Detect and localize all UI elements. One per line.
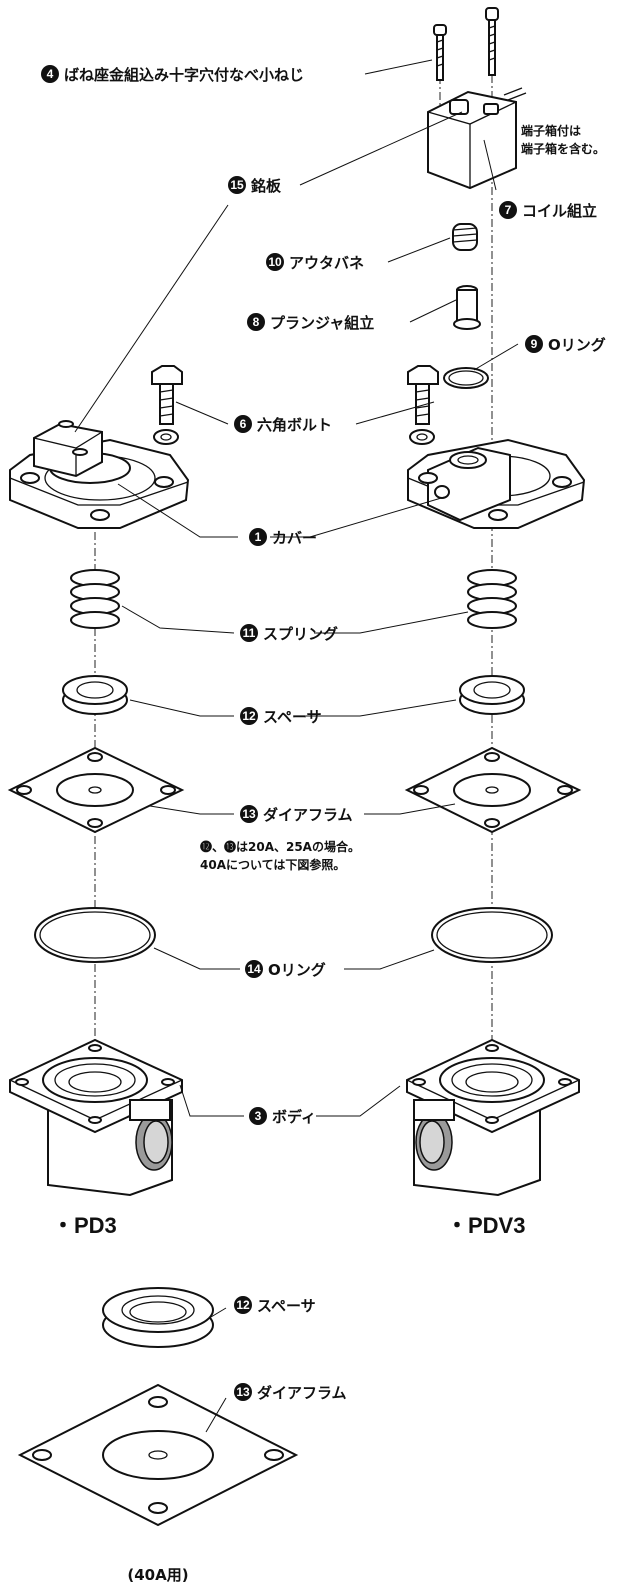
model-label-right: ・PDV3 — [446, 1213, 525, 1238]
label-nameplate: 銘板 — [251, 177, 282, 195]
label-spacer-40a: スペーサ — [257, 1297, 316, 1315]
badge-11: 11 — [240, 624, 258, 642]
label-spring: スプリング — [263, 625, 338, 643]
cover-right — [407, 438, 586, 529]
svg-text:9: 9 — [531, 337, 538, 351]
label-o-ring-large: Oリング — [268, 961, 326, 979]
spacer-40a — [102, 1287, 214, 1348]
model-label-left: ・PD3 — [52, 1213, 117, 1238]
hex-bolt-right — [407, 365, 439, 445]
spacer-left — [62, 675, 128, 715]
label-cover: カバー — [272, 529, 317, 547]
diaphragm-40a — [17, 1383, 299, 1527]
diaphragm-right — [404, 746, 582, 834]
body-left — [9, 1038, 183, 1197]
svg-text:12: 12 — [242, 709, 256, 723]
badge-12b: 12 — [234, 1296, 252, 1314]
badge-13: 13 — [240, 805, 258, 823]
label-outer-spring: アウタバネ — [289, 254, 364, 272]
note-line-1: ⓬、⓭は20A、25Aの場合。 — [200, 839, 360, 854]
svg-text:15: 15 — [230, 178, 244, 192]
plunger-assembly — [453, 285, 481, 330]
badge-8: 8 — [247, 313, 265, 331]
o-ring-large-left — [34, 907, 156, 963]
svg-text:12: 12 — [236, 1298, 250, 1312]
outer-spring — [452, 223, 478, 251]
coil-assembly — [427, 87, 527, 190]
spring-right — [467, 569, 517, 629]
o-ring-large-right — [431, 907, 553, 963]
body-right — [406, 1038, 580, 1197]
svg-text:6: 6 — [240, 417, 247, 431]
badge-13b: 13 — [234, 1383, 252, 1401]
badge-10: 10 — [266, 253, 284, 271]
label-plunger: プランジャ組立 — [270, 314, 374, 332]
caption-40a: (40A用) — [127, 1566, 188, 1584]
svg-text:13: 13 — [242, 807, 256, 821]
label-o-ring-small: Oリング — [548, 336, 606, 354]
badge-4: 4 — [41, 65, 59, 83]
spring-left — [70, 569, 120, 629]
label-diaphragm-40a: ダイアフラム — [257, 1384, 347, 1402]
svg-text:10: 10 — [268, 255, 282, 269]
svg-text:7: 7 — [505, 203, 512, 217]
spacer-right — [459, 675, 525, 715]
svg-text:11: 11 — [243, 626, 256, 640]
svg-text:1: 1 — [255, 530, 262, 544]
label-coil-note-1: 端子箱付は — [521, 123, 581, 138]
badge-7: 7 — [499, 201, 517, 219]
badge-12: 12 — [240, 707, 258, 725]
badge-9: 9 — [525, 335, 543, 353]
badge-1: 1 — [249, 528, 267, 546]
svg-text:3: 3 — [255, 1109, 262, 1123]
label-coil-note-2: 端子箱を含む。 — [521, 141, 605, 156]
label-coil-assembly: コイル組立 — [522, 202, 597, 220]
hex-bolt-left — [151, 365, 183, 445]
svg-text:4: 4 — [47, 67, 54, 81]
label-body: ボディ — [272, 1108, 316, 1126]
label-hex-bolt: 六角ボルト — [257, 416, 332, 434]
label-diaphragm: ダイアフラム — [263, 806, 353, 824]
cover-left — [9, 420, 190, 529]
svg-text:13: 13 — [236, 1385, 250, 1399]
screw-1 — [433, 24, 447, 81]
label-spacer: スペーサ — [263, 708, 322, 726]
diaphragm-left — [7, 746, 185, 834]
badge-6: 6 — [234, 415, 252, 433]
note-line-2: 40Aについては下図参照。 — [200, 857, 345, 872]
screw-2 — [485, 7, 499, 76]
label-screw: ばね座金組込み十字穴付なべ小ねじ — [64, 66, 304, 84]
badge-3: 3 — [249, 1107, 267, 1125]
badge-15: 15 — [228, 176, 246, 194]
svg-text:14: 14 — [247, 962, 261, 976]
badge-14: 14 — [245, 960, 263, 978]
svg-text:8: 8 — [253, 315, 260, 329]
leader-lines — [74, 59, 519, 1433]
